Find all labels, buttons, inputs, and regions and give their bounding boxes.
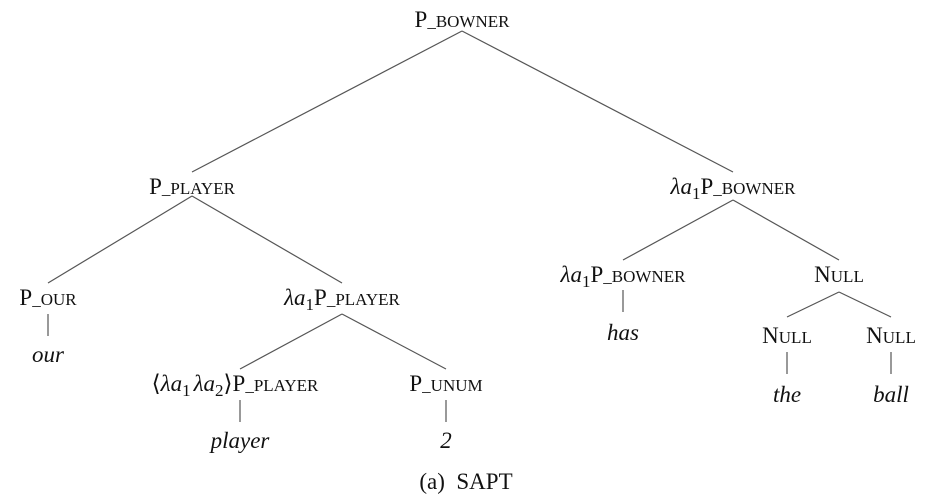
node-lambda-p-bowner: λa1P_BOWNER: [670, 174, 797, 203]
edge-null-right: [838, 291, 892, 318]
edge-player-lam-player: [191, 195, 343, 284]
edge-lam-player-lam2: [239, 313, 343, 370]
node-lambda-p-bowner-child: λa1P_BOWNER: [560, 262, 687, 291]
node-null-right: NULL: [866, 323, 916, 348]
edge-root-lam-bowner: [461, 30, 734, 173]
word-has: has: [607, 320, 639, 345]
word-ball: ball: [873, 382, 909, 407]
figure-caption: (a) SAPT: [419, 469, 512, 494]
tree-edges: [47, 30, 892, 422]
edge-root-player: [191, 30, 463, 173]
node-null-parent: NULL: [814, 262, 864, 287]
node-p-unum: P_UNUM: [409, 371, 482, 396]
edge-null-left: [786, 291, 840, 318]
word-the: the: [773, 382, 801, 407]
node-lambda-p-player: λa1P_PLAYER: [283, 285, 400, 314]
node-p-our: P_OUR: [19, 285, 77, 310]
edge-lam-bowner-child: [622, 199, 734, 261]
edge-lam-player-unum: [341, 313, 447, 370]
edge-player-our: [47, 195, 193, 284]
word-player: player: [209, 428, 271, 453]
node-p-player: P_PLAYER: [149, 174, 236, 199]
word-2: 2: [440, 428, 452, 453]
node-p-bowner-root: P_BOWNER: [415, 7, 511, 32]
edge-lam-bowner-null: [732, 199, 840, 261]
word-our: our: [32, 342, 65, 367]
node-null-left: NULL: [762, 323, 812, 348]
